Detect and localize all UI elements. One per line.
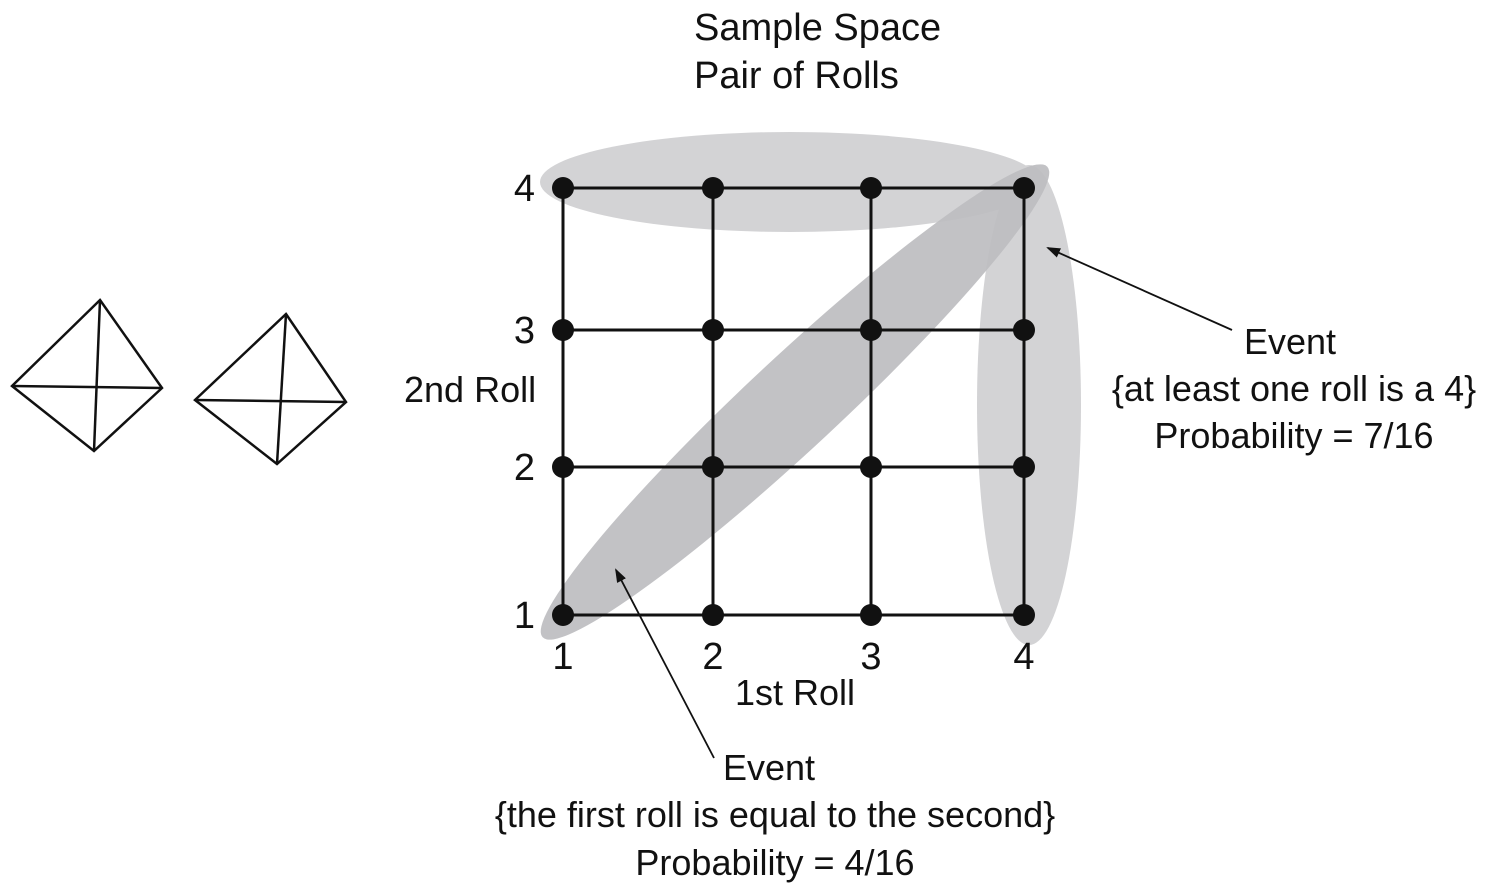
sample-point [1013, 177, 1035, 199]
x-tick-label: 4 [1013, 636, 1034, 678]
y-tick-label: 2 [514, 447, 535, 489]
sample-point [860, 177, 882, 199]
x-tick-label: 1 [552, 636, 573, 678]
event-arrow-at-least-one-four [1046, 247, 1233, 331]
tetrahedral-die-icon [193, 312, 348, 466]
sample-point [552, 177, 574, 199]
event-region-right-column [977, 165, 1081, 645]
sample-point [860, 319, 882, 341]
y-tick-label: 3 [514, 310, 535, 352]
sample-point [552, 319, 574, 341]
event-probability-first-equals-second: Probability = 4/16 [635, 842, 914, 883]
sample-point [1013, 456, 1035, 478]
tetrahedral-die-icon [10, 298, 164, 453]
x-axis-label: 1st Roll [735, 672, 855, 713]
x-tick-label: 2 [702, 636, 723, 678]
y-axis-label: 2nd Roll [404, 369, 536, 410]
event-region-top-row [540, 132, 1040, 232]
sample-point [1013, 319, 1035, 341]
event-description-first-equals-second: {the first roll is equal to the second} [495, 794, 1055, 835]
sample-point [860, 456, 882, 478]
sample-point [552, 456, 574, 478]
x-axis-ticks: 1 2 3 4 [552, 636, 1034, 678]
sample-point [702, 456, 724, 478]
y-tick-label: 1 [514, 595, 535, 637]
sample-point [702, 319, 724, 341]
sample-space-points [552, 177, 1035, 626]
diagram-title-line-1: Sample Space [694, 7, 941, 49]
y-axis-ticks: 1 2 3 4 [514, 168, 535, 637]
y-tick-label: 4 [514, 168, 535, 210]
sample-point [702, 177, 724, 199]
event-heading-first-equals-second: Event [723, 747, 815, 788]
event-heading-at-least-one-four: Event [1244, 321, 1336, 362]
event-region-diagonal [540, 164, 1050, 640]
sample-point [552, 604, 574, 626]
event-probability-at-least-one-four: Probability = 7/16 [1154, 415, 1433, 456]
diagram-title-line-2: Pair of Rolls [694, 55, 899, 97]
sample-point [1013, 604, 1035, 626]
event-description-at-least-one-four: {at least one roll is a 4} [1112, 368, 1476, 409]
event-arrow-first-equals-second [615, 568, 715, 759]
sample-point [702, 604, 724, 626]
sample-point [860, 604, 882, 626]
x-tick-label: 3 [860, 636, 881, 678]
